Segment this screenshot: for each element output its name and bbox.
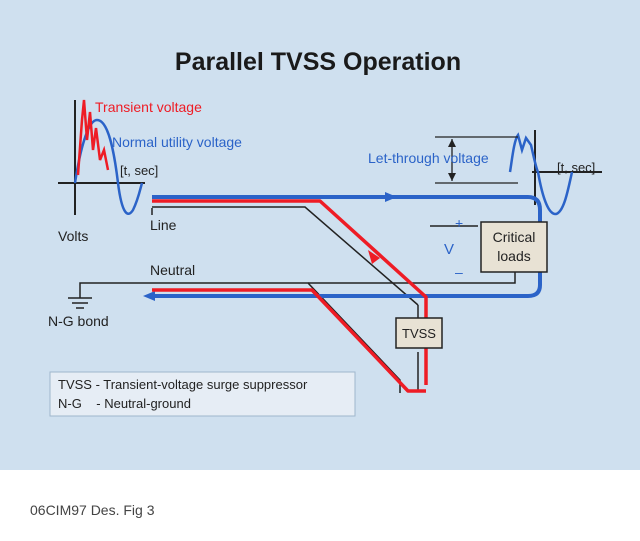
figure-caption: 06CIM97 Des. Fig 3 [30,502,155,518]
wiring [79,206,516,393]
let-through-label: Let-through voltage [368,150,489,166]
diagram-title: Parallel TVSS Operation [175,48,461,76]
legend-line-1: TVSS - Transient-voltage surge suppresso… [58,377,308,392]
left-waveform [58,99,145,215]
dimension-arrow-down [448,173,456,181]
neutral-label: Neutral [150,262,195,278]
transient-voltage-label: Transient voltage [95,99,202,115]
plus-sign: + [455,215,463,231]
line-label: Line [150,217,177,233]
neutral-wire-to-tvss [152,282,401,393]
red-return-path [152,288,426,393]
volts-label: Volts [58,228,88,244]
tvss-box: TVSS [395,317,443,349]
minus-sign: – [455,264,463,280]
legend-box: TVSS - Transient-voltage surge suppresso… [49,371,356,417]
ground-icon [68,297,92,309]
critical-loads-box: Critical loads [480,221,548,273]
n-g-bond-label: N-G bond [48,313,109,329]
neutral-to-loads [308,270,516,284]
right-waveform [435,130,602,216]
critical-loads-line2: loads [497,248,530,264]
neutral-to-ground [79,282,152,298]
blue-arrow-return [143,291,155,301]
let-through-wave [508,132,574,216]
legend-line-2: N-G - Neutral-ground [58,396,191,411]
time-label-left: [t, sec] [120,163,158,178]
tvss-label: TVSS [402,326,436,341]
critical-loads-line1: Critical [493,229,536,245]
red-line-to-tvss [152,199,428,385]
blue-arrow-forward [385,192,397,202]
red-arrow [368,250,380,264]
tvss-diagram: Parallel TVSS Operation Transient voltag… [48,48,602,417]
dimension-arrow-up [448,139,456,147]
transient-spike [76,99,110,176]
line-wire-to-tvss [152,206,419,306]
v-label: V [444,241,454,258]
normal-voltage-label: Normal utility voltage [112,134,242,150]
time-label-right: [t, sec] [557,160,595,175]
